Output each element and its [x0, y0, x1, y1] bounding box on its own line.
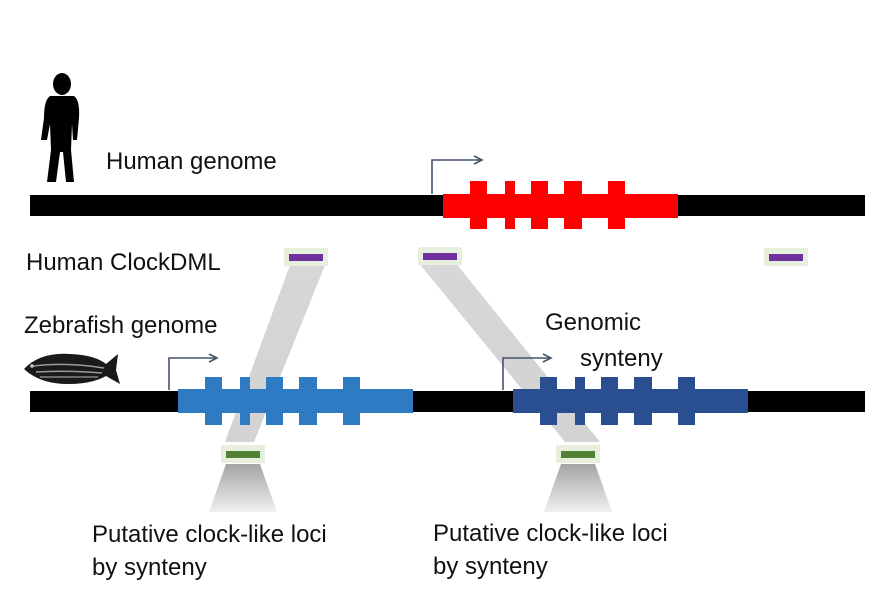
putative-loci-left-label-line2: by synteny	[92, 554, 207, 581]
human-silhouette-icon	[41, 73, 80, 182]
putative-loci-right-label-line2: by synteny	[433, 553, 548, 580]
clockdml-mark	[418, 247, 462, 265]
genomic-synteny-label-line1: Genomic	[545, 309, 641, 336]
putative-loci-right-label-line1: Putative clock-like loci	[433, 520, 668, 547]
zebrafish-gene-left	[178, 377, 413, 425]
clock-like-locus-mark	[556, 445, 600, 463]
human-gene	[443, 181, 678, 229]
zebrafish-tss-arrow-right-icon	[502, 353, 553, 390]
zebrafish-gene-right	[513, 377, 748, 425]
clockdml-mark	[764, 248, 808, 266]
zebrafish-silhouette-icon	[24, 353, 120, 384]
clock-like-locus-mark	[221, 445, 265, 463]
genomic-synteny-label-line2: synteny	[580, 345, 663, 372]
human-tss-arrow-icon	[431, 155, 484, 194]
zebrafish-genome-label: Zebrafish genome	[24, 312, 217, 339]
putative-loci-left-label-line1: Putative clock-like loci	[92, 521, 327, 548]
human-clockdml-label: Human ClockDML	[26, 249, 221, 276]
clockdml-mark	[284, 248, 328, 266]
human-genome-label: Human genome	[106, 148, 277, 175]
zoom-cone-right	[544, 464, 612, 512]
zebrafish-tss-arrow-left-icon	[168, 353, 219, 390]
zoom-cone-left	[209, 464, 277, 512]
synteny-band-right	[418, 262, 600, 442]
